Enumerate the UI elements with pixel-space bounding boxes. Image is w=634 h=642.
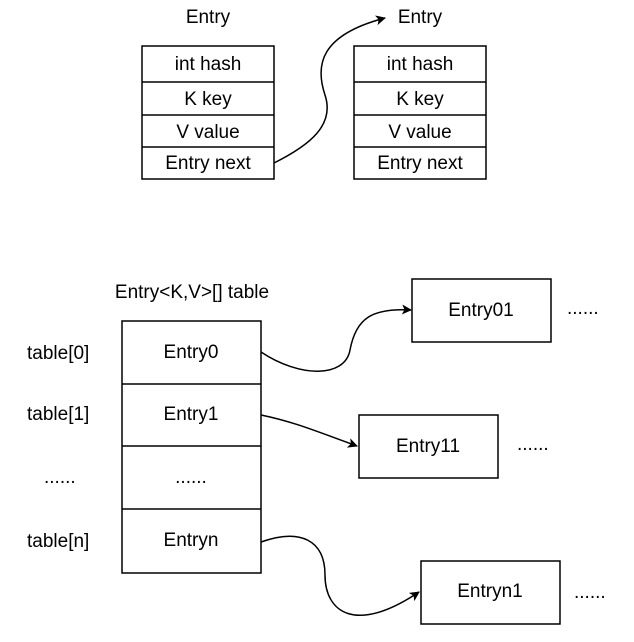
table-index-label-ellipsis: ...... — [44, 467, 76, 488]
entry-struct-2-field-key: K key — [396, 89, 444, 110]
entry-struct-1-field-next: Entry next — [165, 153, 251, 174]
chain-node-entryn1: Entryn1 — [420, 560, 561, 625]
table-index-label-n: table[n] — [27, 531, 89, 552]
chain-more-n: ...... — [574, 582, 606, 603]
chain-node-entry01-box — [411, 278, 552, 343]
entry-struct-1-field-key: K key — [184, 89, 232, 110]
entry-struct-2-field-next: Entry next — [377, 153, 463, 174]
arrow-entryn-to-entryn1 — [260, 535, 420, 617]
chain-node-entry11: Entry11 — [358, 414, 499, 479]
chain-node-entry11-label: Entry11 — [396, 436, 460, 457]
table-index-label-0: table[0] — [27, 343, 89, 364]
table-cell-entry1: Entry1 — [164, 404, 219, 425]
entry-struct-2-title: Entry — [398, 7, 443, 28]
table-cell-ellipsis: ...... — [175, 467, 207, 488]
entry-struct-2-field-value: V value — [388, 122, 451, 143]
chain-node-entry01-label: Entry01 — [448, 300, 513, 321]
chain-node-entryn1-label: Entryn1 — [457, 581, 522, 602]
table-title: Entry<K,V>[] table — [115, 282, 269, 303]
entry-struct-1-box — [141, 45, 275, 180]
entry-struct-1: Entry int hash K key V value Entry next — [141, 7, 275, 180]
table-array — [121, 320, 262, 574]
chain-node-entryn1-box — [420, 560, 561, 625]
entry-struct-2-box — [353, 45, 487, 180]
entry-struct-1-field-value: V value — [176, 122, 239, 143]
next-pointer-arrow — [273, 15, 386, 164]
entry-struct-2-field-hash: int hash — [387, 54, 454, 75]
table-array-box — [121, 320, 262, 574]
table-cell-entry0: Entry0 — [164, 342, 219, 363]
entry-struct-1-field-hash: int hash — [175, 54, 242, 75]
entry-struct-2: Entry int hash K key V value Entry next — [353, 7, 487, 180]
arrow-entry1-to-entry11 — [260, 414, 358, 448]
chain-node-entry01: Entry01 — [411, 278, 552, 343]
table-cell-entryn: Entryn — [164, 530, 219, 551]
arrow-entry0-to-entry01 — [260, 304, 412, 372]
chain-more-1: ...... — [517, 434, 549, 455]
chain-node-entry11-box — [358, 414, 499, 479]
table-index-label-1: table[1] — [27, 404, 89, 425]
chain-more-0: ...... — [567, 298, 599, 319]
entry-struct-1-title: Entry — [186, 7, 231, 28]
